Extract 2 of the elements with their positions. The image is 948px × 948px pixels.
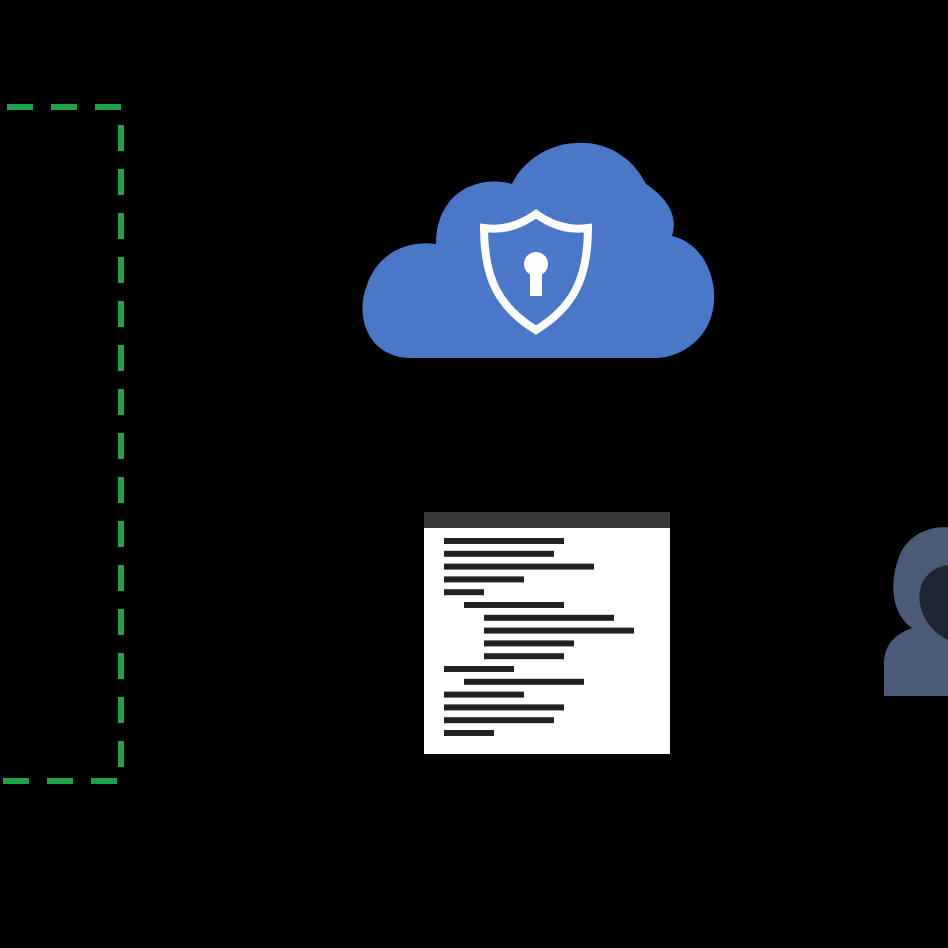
code-document-icon (424, 512, 670, 754)
dashed-boundary-box (0, 104, 124, 784)
